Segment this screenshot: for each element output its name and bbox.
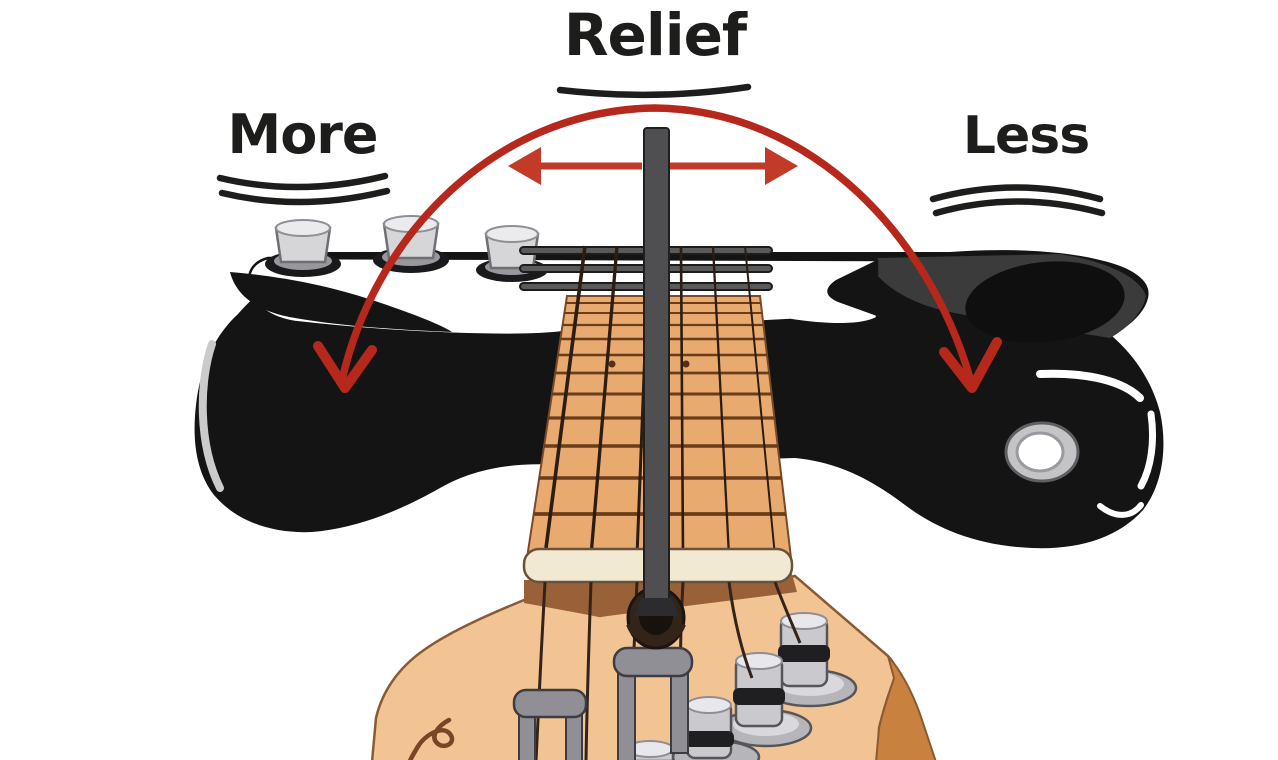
tuner-post-1 — [762, 612, 858, 708]
fret-marker-dot — [682, 360, 690, 368]
tuner-post-2 — [719, 652, 813, 748]
tuner-post-4 — [625, 740, 675, 760]
less-underline-2 — [932, 198, 1106, 217]
tuner-post-3 — [671, 696, 761, 760]
more-underline-1 — [216, 172, 389, 191]
tuner-button-2 — [373, 215, 449, 273]
less-label: Less — [962, 106, 1090, 166]
turn-arrowhead-left — [508, 147, 541, 185]
more-label: More — [227, 103, 378, 166]
relief-title: Relief — [563, 1, 747, 69]
relief-arc — [338, 104, 974, 384]
body-highlight-right-bottom — [1097, 502, 1144, 518]
arc-arrowhead-left — [313, 341, 377, 393]
body-tongue-shade — [827, 260, 877, 316]
body-highlight-right-side — [1137, 410, 1157, 490]
truss-rod-nut-front-rim — [626, 622, 686, 645]
body-highlight-right-top — [1036, 369, 1144, 402]
turn-direction-arrow-icon — [508, 147, 798, 185]
more-underline-2 — [218, 187, 391, 206]
relief-arc-icon — [313, 104, 1002, 393]
less-underline-1 — [929, 184, 1104, 203]
strap-button — [1004, 421, 1080, 483]
body-beak-shade — [230, 272, 452, 332]
allen-wrench-rod — [626, 127, 686, 645]
arc-arrowhead-right — [939, 337, 1002, 393]
body-highlight-left — [198, 340, 224, 492]
tuner-button-1 — [265, 219, 341, 277]
headstock-bevel — [875, 655, 937, 760]
fret-marker-dot — [608, 360, 616, 368]
string-tree-left — [512, 688, 588, 760]
relief-underline — [556, 83, 752, 99]
brand-squiggle — [407, 717, 455, 760]
string-tree-center — [612, 646, 694, 760]
label-underlines — [216, 83, 1106, 217]
turn-arrowhead-right — [765, 147, 798, 185]
body-black-blob — [965, 261, 1125, 343]
strings-over-fretboard — [543, 245, 776, 557]
headstock — [370, 547, 937, 760]
